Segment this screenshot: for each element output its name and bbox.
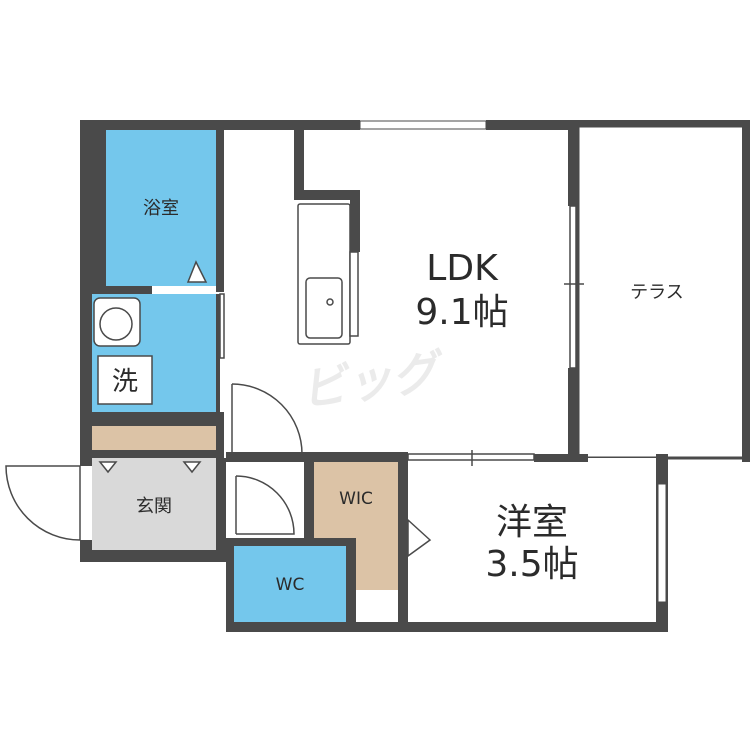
wall-wic-inner [346,538,356,630]
wall-wash-right [216,294,220,412]
wall-storage-bottom [92,450,220,458]
wall-kitchen-vert [294,128,304,190]
fixtures [93,203,359,405]
shoebox-marker-left [98,461,118,474]
wall-ldk-right-bottom [568,368,578,460]
sink-drain [326,298,334,306]
ldk-name-label: LDK [426,248,499,289]
wall-top-left [80,120,360,130]
window-top [359,120,487,130]
wic-door-marker [407,518,432,558]
ldk-size-label: 9.1帖 [415,292,508,333]
basin-bowl [99,307,133,341]
wall-bottom [226,622,668,632]
room-labels: 浴室 洗 LDK 9.1帖 テラス 玄関 WIC WC 洋室 3.5帖 [112,198,684,595]
wall-mid-b [304,452,408,462]
bath-label: 浴室 [143,198,179,219]
terrace-floor [576,124,746,460]
western-sliding-door [407,453,535,461]
wall-left [80,120,92,466]
walls [80,120,750,632]
western-room-name-label: 洋室 [496,502,568,543]
wall-bath-bottom [92,286,152,294]
window-western [657,483,667,603]
wall-wic-left [304,452,314,540]
corridor-floor [226,458,306,540]
wall-wc-left [226,538,234,630]
wall-terrace-right [742,120,750,462]
western-room-floor [408,458,656,622]
stove-mark [349,251,359,337]
wall-kitchen-horiz [294,190,360,200]
wall-terrace-top [578,120,750,126]
washroom-door-swing [231,383,303,455]
terrace-label: テラス [630,282,684,303]
ldk-floor [220,128,572,458]
wall-kitchen-stub [350,200,360,252]
wall-ldk-right-top [568,120,578,206]
kitchen-sink [305,277,343,339]
bath-door-marker [186,260,208,283]
wall-top-right [486,120,578,130]
western-room-size-label: 3.5帖 [485,544,578,585]
wic-label: WIC [339,489,373,509]
wic-floor [314,462,398,590]
entrance-floor [92,458,216,550]
wall-storage-right [216,412,224,458]
wall-wash-bottom [92,412,220,426]
openings [219,205,584,466]
bath-floor [106,130,216,286]
wc-door-swing [235,475,295,535]
entrance-label: 玄関 [136,496,172,517]
wall-bath-right [216,128,224,292]
wall-mid-c [534,454,588,462]
doors [5,260,432,558]
shoebox-marker-right [182,461,202,474]
wall-wc-top [226,538,356,546]
wall-bath-left [92,130,106,286]
entrance-door-swing [5,465,81,541]
wall-mid-a [226,452,304,462]
wc-label: WC [276,575,305,595]
wall-entrance-bottom [80,550,226,562]
ldk-sliding-door [219,293,225,359]
laundry-box [97,355,153,405]
wall-wic-right [398,452,408,630]
terrace-sliding-door [569,205,577,369]
wall-entrance-right [216,458,226,562]
wc-floor [234,546,346,622]
storage-floor [92,426,216,450]
laundry-label: 洗 [112,367,138,397]
